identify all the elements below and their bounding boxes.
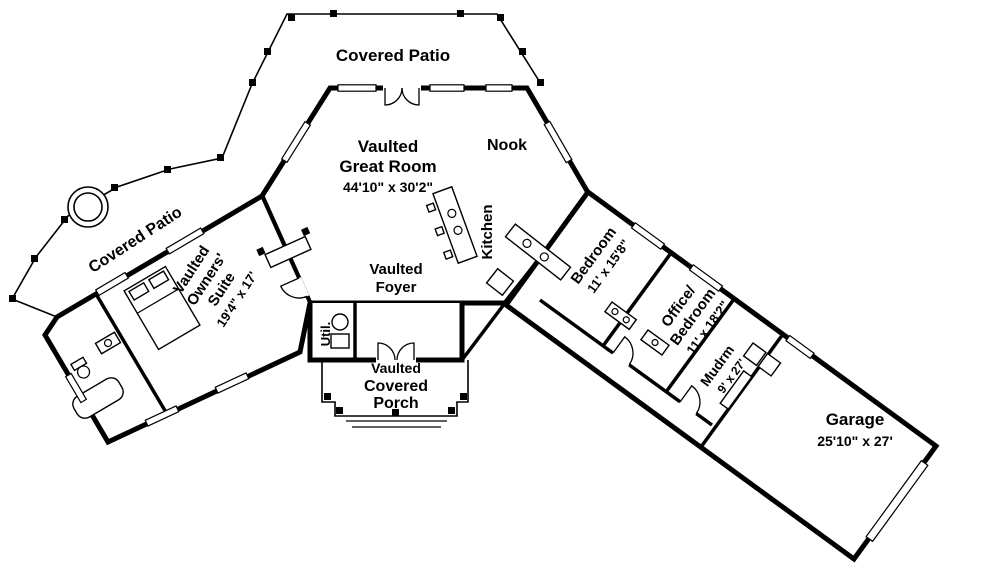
suite-door [279, 277, 310, 299]
kitchen-island [425, 185, 478, 265]
office-door [678, 384, 701, 416]
window [630, 221, 666, 251]
toilet [69, 356, 91, 379]
suite-bath-wall [94, 293, 169, 415]
foyer-label-name: Foyer [376, 279, 417, 296]
bath-vanity-1 [603, 301, 638, 331]
nook-label: Nook [487, 137, 527, 154]
refrigerator [485, 267, 515, 297]
window [688, 263, 724, 293]
french-door-right [401, 87, 420, 106]
porch-label-vaulted: Vaulted [371, 360, 421, 376]
entry-door-right [396, 342, 415, 361]
bathtub [72, 377, 124, 419]
window [785, 334, 815, 360]
foyer-label-vaulted: Vaulted [369, 261, 422, 278]
great-room-dims: 44'10" x 30'2" [343, 179, 433, 195]
window [64, 372, 88, 404]
window [543, 120, 573, 164]
fireplace [256, 226, 312, 269]
entry-door-gap [376, 356, 416, 363]
great-room-label-vaulted: Vaulted [358, 137, 418, 156]
office-mudroom-wall [664, 297, 736, 394]
washer-dryer [742, 342, 782, 377]
window [144, 405, 180, 427]
great-room-label-name: Great Room [339, 157, 436, 176]
window [337, 84, 377, 92]
fixtures [69, 185, 782, 419]
spa-circle-inner [73, 192, 103, 222]
kitchen-counter [504, 223, 572, 281]
window [485, 84, 513, 92]
bedroom-door [611, 335, 634, 367]
garage-dims: 25'10" x 27' [817, 433, 893, 449]
right-wing-walls [502, 188, 940, 563]
entry-door-left [377, 342, 396, 361]
window [429, 84, 465, 92]
porch-label-covered: Covered [364, 378, 428, 395]
room-labels: Covered Patio Vaulted Great Room 44'10" … [86, 46, 893, 449]
util-label: Util. [318, 322, 333, 347]
porch-label-porch: Porch [373, 395, 418, 412]
util-equipment [330, 313, 350, 349]
windows [64, 84, 929, 543]
kitchen-label: Kitchen [479, 204, 496, 259]
window [94, 271, 130, 297]
covered-patio-top-label: Covered Patio [336, 46, 450, 65]
bath-vanity-2 [639, 329, 671, 356]
garage-door [865, 459, 929, 543]
bedroom-office-wall [601, 251, 673, 348]
garage-label: Garage [826, 410, 885, 429]
doors [279, 85, 701, 416]
foyer-wing-wall [460, 301, 507, 362]
window [280, 120, 312, 164]
window [214, 372, 250, 394]
patio-posts [9, 10, 544, 416]
window [165, 227, 205, 255]
suite-vanity [94, 331, 122, 355]
bed [123, 265, 201, 351]
mudroom-bench [719, 369, 753, 411]
